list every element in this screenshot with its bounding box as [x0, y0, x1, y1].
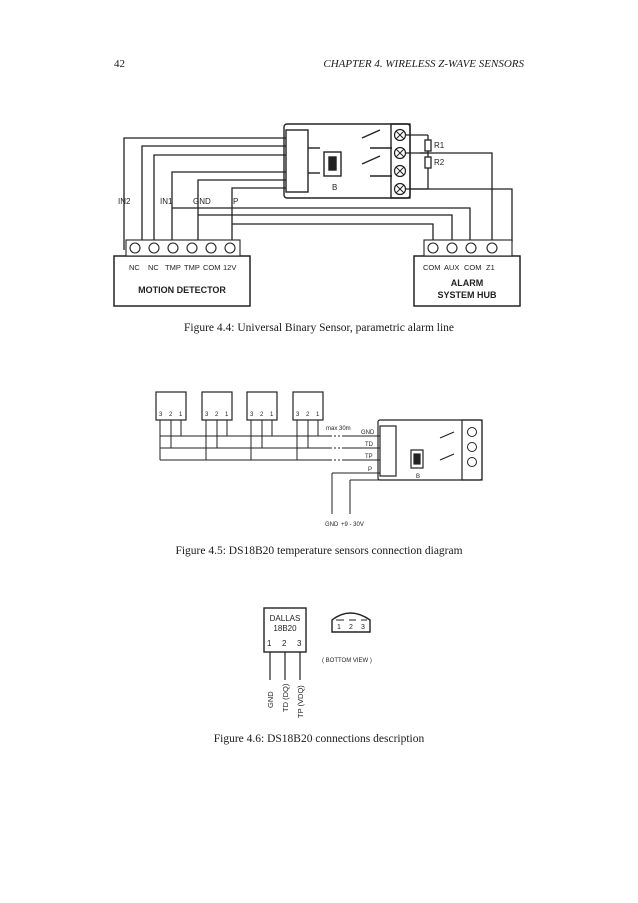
running-head: 42 CHAPTER 4. WIRELESS Z-WAVE SENSORS [114, 58, 524, 74]
motion-detector: NC NC TMP TMP COM 12V MOTION DETECTOR [113, 239, 251, 307]
sensor-1-pin-2: 2 [169, 412, 173, 418]
line-label-gnd: GND [193, 197, 211, 206]
hub-terminal-z1: Z1 [486, 263, 495, 272]
md-terminal-com: COM [203, 263, 221, 272]
sensor-connector-block [285, 129, 309, 193]
pin-function-tp: TP (VDQ) [296, 685, 305, 718]
motion-detector-name: MOTION DETECTOR [138, 285, 226, 295]
line-label-in2: IN2 [118, 197, 131, 206]
bottom-view-label: ( BOTTOM VIEW ) [322, 658, 372, 664]
supply-label-voltage: +9 - 30V [341, 522, 364, 528]
hub-terminal-com1: COM [423, 263, 441, 272]
chip-pin-3: 3 [297, 639, 302, 648]
sensor-1-pin-3: 3 [159, 412, 163, 418]
bottom-view-sketch: 1 2 3 ( BOTTOM VIEW ) [322, 612, 372, 664]
pin-function-td: TD (DQ) [281, 683, 290, 712]
small-module-terminals [467, 427, 477, 467]
sensor-4-pin-3: 3 [296, 412, 300, 418]
jumper-switch [323, 151, 342, 177]
sensor-1-pin-1: 1 [179, 412, 183, 418]
chip-pin-2: 2 [282, 639, 287, 648]
module-terminals [393, 128, 407, 196]
figure-4-6-diagram: DALLAS 18B20 1 2 3 1 2 3 ( BOTTOM VIEW )… [263, 607, 372, 718]
figure-4-6-caption: Figure 4.6: DS18B20 connections descript… [213, 733, 425, 745]
wiring-lines [123, 137, 513, 250]
sensor-3-pin-3: 3 [250, 412, 254, 418]
md-terminal-12v: 12V [223, 263, 236, 272]
bottom-pin-2: 2 [349, 624, 353, 631]
hub-terminal-com2: COM [464, 263, 482, 272]
bus-label-td: TD [365, 442, 374, 448]
md-terminal-nc1: NC [129, 263, 140, 272]
sensor-4-pin-1: 1 [316, 412, 320, 418]
md-terminal-nc2: NC [148, 263, 159, 272]
chapter-title: CHAPTER 4. WIRELESS Z-WAVE SENSORS [323, 58, 524, 70]
md-terminal-tmp1: TMP [165, 263, 181, 272]
resistor-label-r2: R2 [434, 158, 445, 167]
figure-4-5-diagram: 3 2 1 3 2 1 3 2 1 3 2 1 max 30m GND TD T… [155, 391, 483, 528]
max-length-label: max 30m [326, 426, 351, 432]
line-label-p: P [233, 197, 238, 206]
sensor-3-pin-2: 2 [260, 412, 264, 418]
pin-function-gnd: GND [266, 691, 275, 708]
bus-label-p: P [368, 467, 372, 473]
bus-label-gnd: GND [361, 430, 375, 436]
hub-terminal-aux: AUX [444, 263, 459, 272]
sensor-3-pin-1: 1 [270, 412, 274, 418]
figure-4-4-caption: Figure 4.4: Universal Binary Sensor, par… [183, 322, 455, 334]
hub-name-line2: SYSTEM HUB [437, 290, 497, 300]
module-label: B [332, 183, 337, 192]
bus-label-tp: TP [365, 454, 373, 460]
chip-name-line1: DALLAS [270, 614, 301, 623]
bottom-pin-3: 3 [361, 624, 365, 631]
bottom-pin-1: 1 [337, 624, 341, 631]
sensor-bus-lines [159, 420, 380, 514]
sensor-2-pin-2: 2 [215, 412, 219, 418]
small-module-label: B [416, 474, 420, 480]
line-label-in1: IN1 [160, 197, 173, 206]
sensor-2-pin-3: 3 [205, 412, 209, 418]
chip-name-line2: 18B20 [273, 624, 297, 633]
resistor-label-r1: R1 [434, 141, 445, 150]
sensor-pin-labels: 3 2 1 3 2 1 3 2 1 3 2 1 [159, 412, 320, 418]
chip-pin-1: 1 [267, 639, 272, 648]
hub-name-line1: ALARM [451, 278, 484, 288]
figure-4-5-caption: Figure 4.5: DS18B20 temperature sensors … [175, 545, 463, 557]
sensor-module-small [377, 419, 483, 481]
sensor-2-pin-1: 1 [225, 412, 229, 418]
supply-label-gnd: GND [325, 522, 339, 528]
md-terminal-tmp2: TMP [184, 263, 200, 272]
sensor-4-pin-2: 2 [306, 412, 310, 418]
ds18b20-chip: DALLAS 18B20 1 2 3 [263, 607, 307, 680]
figure-4-4-diagram: B R1 R2 IN2 IN1 GND P [113, 123, 521, 307]
alarm-system-hub: COM AUX COM Z1 ALARM SYSTEM HUB [413, 239, 521, 307]
page-number: 42 [114, 58, 125, 70]
